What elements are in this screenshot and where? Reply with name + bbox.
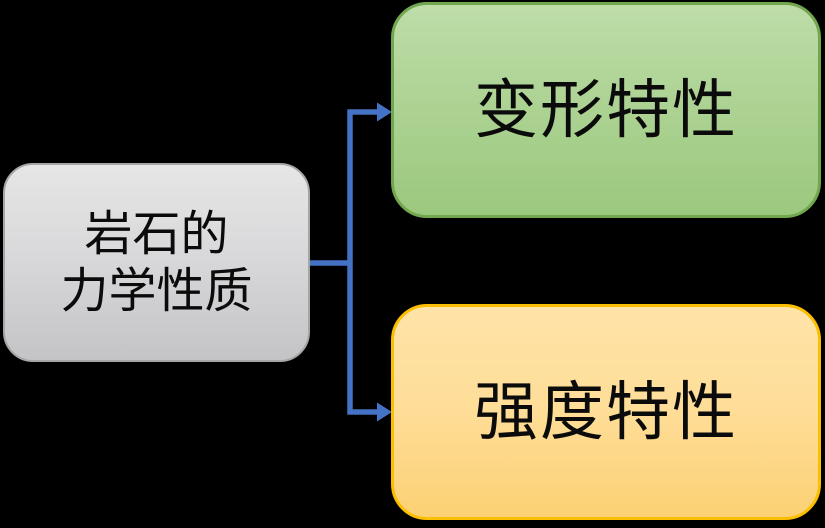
node-root-label: 岩石的 力学性质	[60, 206, 252, 320]
node-rock-mechanical-properties: 岩石的 力学性质	[3, 163, 310, 362]
node-strength-label: 强度特性	[474, 376, 738, 448]
node-root-label-line2: 力学性质	[60, 264, 253, 318]
arrowhead-bottom-icon	[377, 402, 392, 422]
arrowhead-top-icon	[377, 102, 392, 122]
node-root-label-line1: 岩石的	[84, 207, 229, 261]
node-deformation-label: 变形特性	[474, 74, 738, 146]
node-strength-characteristics: 强度特性	[391, 304, 821, 520]
node-deformation-characteristics: 变形特性	[391, 2, 821, 218]
